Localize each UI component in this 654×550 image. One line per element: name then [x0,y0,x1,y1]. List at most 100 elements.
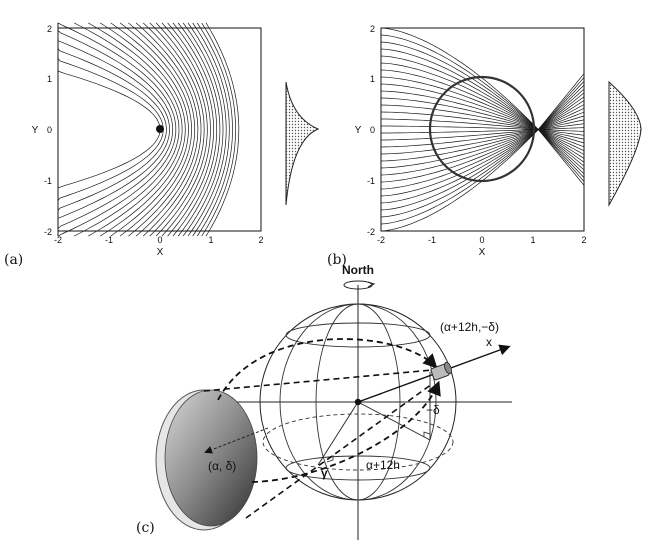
detector-icon [430,361,452,381]
great-circle-upper [217,338,438,401]
ray-curve-b [380,77,585,225]
rotation-arrowhead-icon [367,281,376,288]
ytick-b-2: 0 [370,125,375,135]
ray-curve-b [380,100,585,183]
ytick-a-3: -1 [44,176,52,186]
ray-curve-a [192,22,230,237]
ytick-b-1: 1 [370,74,375,84]
gamma-label: γ [321,466,328,480]
xtick-a-3: 1 [208,235,213,245]
ray-curve-b [380,76,585,159]
meridian-2 [279,303,437,501]
ytick-a-2: 0 [47,125,52,135]
ray-curve-b [380,88,585,204]
disc-arrow [204,427,269,454]
ray-curve-b [380,27,585,186]
ray-curve-b [381,123,585,141]
ray-curve-b [380,81,585,218]
ray-curve-b [380,111,585,162]
great-circle-lower [251,380,441,483]
ylabel-b: Y [355,125,362,136]
ray-curve-a [201,22,236,237]
ray-curve-a [88,22,183,237]
lens-point-a [156,125,164,133]
ray-curve-a [128,22,196,237]
ray-curve-a [149,22,205,237]
ray-curve-b [380,111,585,140]
ray-curve-b [380,107,585,169]
ray-curve-a [182,22,224,237]
ray-curve-b [380,62,585,167]
ray-curve-a [177,22,221,237]
panel-a: -2 -1 0 1 2 2 1 0 -1 -2 X Y (a) [4,22,320,268]
ray-curve-b [380,96,585,190]
ray-curve-b [380,48,585,175]
ytick-b-0: 2 [370,24,375,34]
xtick-a-2: 0 [157,235,162,245]
projection-line-bottom [245,383,433,519]
ray-curve-b [380,34,585,182]
einstein-ring-b [428,75,536,183]
ray-curve-b [381,118,585,136]
panel-label-c: (c) [136,520,155,536]
right-angle-mark [423,431,431,437]
latitude-2 [285,455,431,481]
ray-curve-b [380,104,585,176]
ray-curve-a [110,22,189,237]
north-label: North [342,263,374,277]
ray-curve-a [142,22,202,237]
panel-c: North x (α+12h,−δ) (α, δ) −δ α+12h γ (c) [136,263,512,540]
xtick-b-1: -1 [428,235,436,245]
ray-curve-a [74,22,180,237]
ytick-a-0: 2 [47,24,52,34]
ray-curve-b [380,90,585,152]
ray-curve-a [205,22,240,237]
xtick-a-4: 2 [258,235,263,245]
side-profile-b [608,80,642,207]
antipode-label: (α+12h,−δ) [440,320,499,334]
ytick-b-3: -1 [367,176,375,186]
ytick-a-1: 1 [47,74,52,84]
delta-label: −δ [426,403,440,417]
xtick-b-4: 2 [581,235,586,245]
ray-curve-b [380,115,585,155]
ray-curve-b [380,92,585,197]
ray-curve-b [380,84,585,211]
ray-curve-b [380,119,585,148]
ray-curve-a [187,22,227,237]
ray-curve-b [380,104,585,144]
xlabel-b: X [479,247,486,258]
xtick-b-0: -2 [377,235,385,245]
x-axis-label: x [486,335,492,349]
xlabel-a: X [157,247,164,258]
ray-curve-a [100,22,186,237]
ray-curve-a [57,22,174,237]
equator [262,413,454,471]
ytick-a-4: -2 [44,227,52,237]
ray-curve-a [196,22,233,237]
radius-gamma [317,401,359,466]
ray-curve-a [57,22,161,237]
panel-label-b: (b) [327,252,347,268]
ray-curve-a [57,22,167,237]
centre-dot [354,398,362,406]
curve-family-a [57,22,240,237]
ticks-b: -2 -1 0 1 2 2 1 0 -1 -2 [367,24,587,245]
ray-curve-b [380,69,585,163]
ray-curve-b [380,41,585,178]
ylabel-a: Y [32,125,39,136]
right-angle-mark-2 [326,455,334,463]
ray-curve-a [161,22,211,237]
ray-curve-a [57,22,164,237]
ray-curve-a [119,22,192,237]
ray-curve-b [380,83,585,155]
xtick-a-1: -1 [105,235,113,245]
ray-curve-b [381,125,585,132]
source-disc [164,389,258,527]
panel-label-a: (a) [4,252,23,268]
ray-curve-a [167,22,214,237]
xtick-b-2: 0 [479,235,484,245]
ray-curve-b [380,55,585,171]
xtick-b-3: 1 [530,235,535,245]
